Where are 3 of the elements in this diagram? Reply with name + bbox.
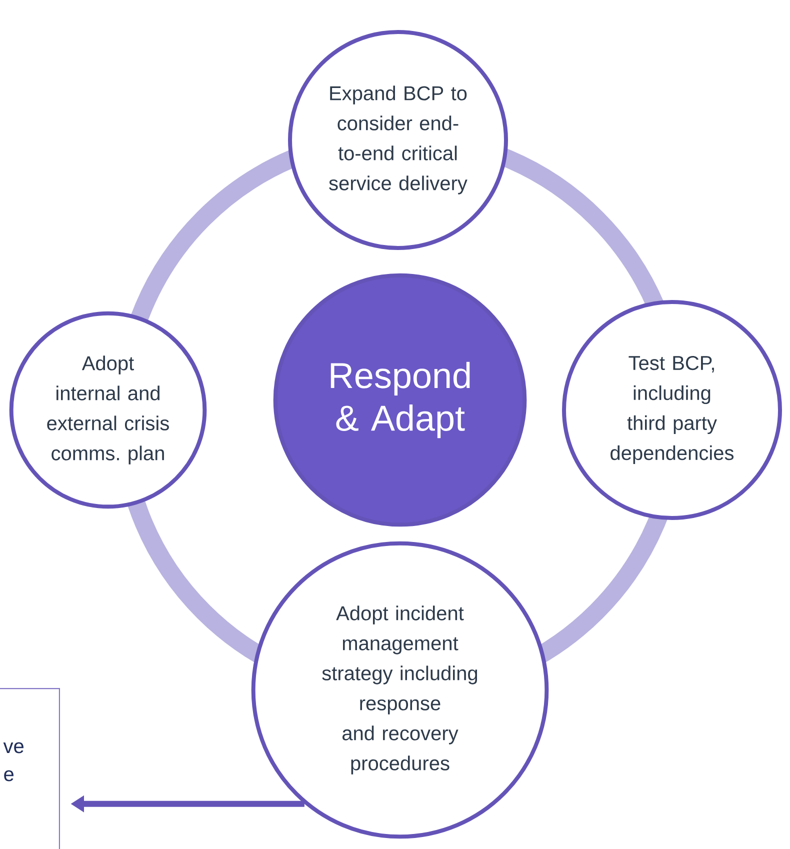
node-label: Test BCP, including third party dependencies — [610, 356, 734, 464]
node-label: Adopt incident management strategy including response and recovery procedures — [322, 606, 478, 774]
text-box: ve e — [0, 688, 60, 849]
